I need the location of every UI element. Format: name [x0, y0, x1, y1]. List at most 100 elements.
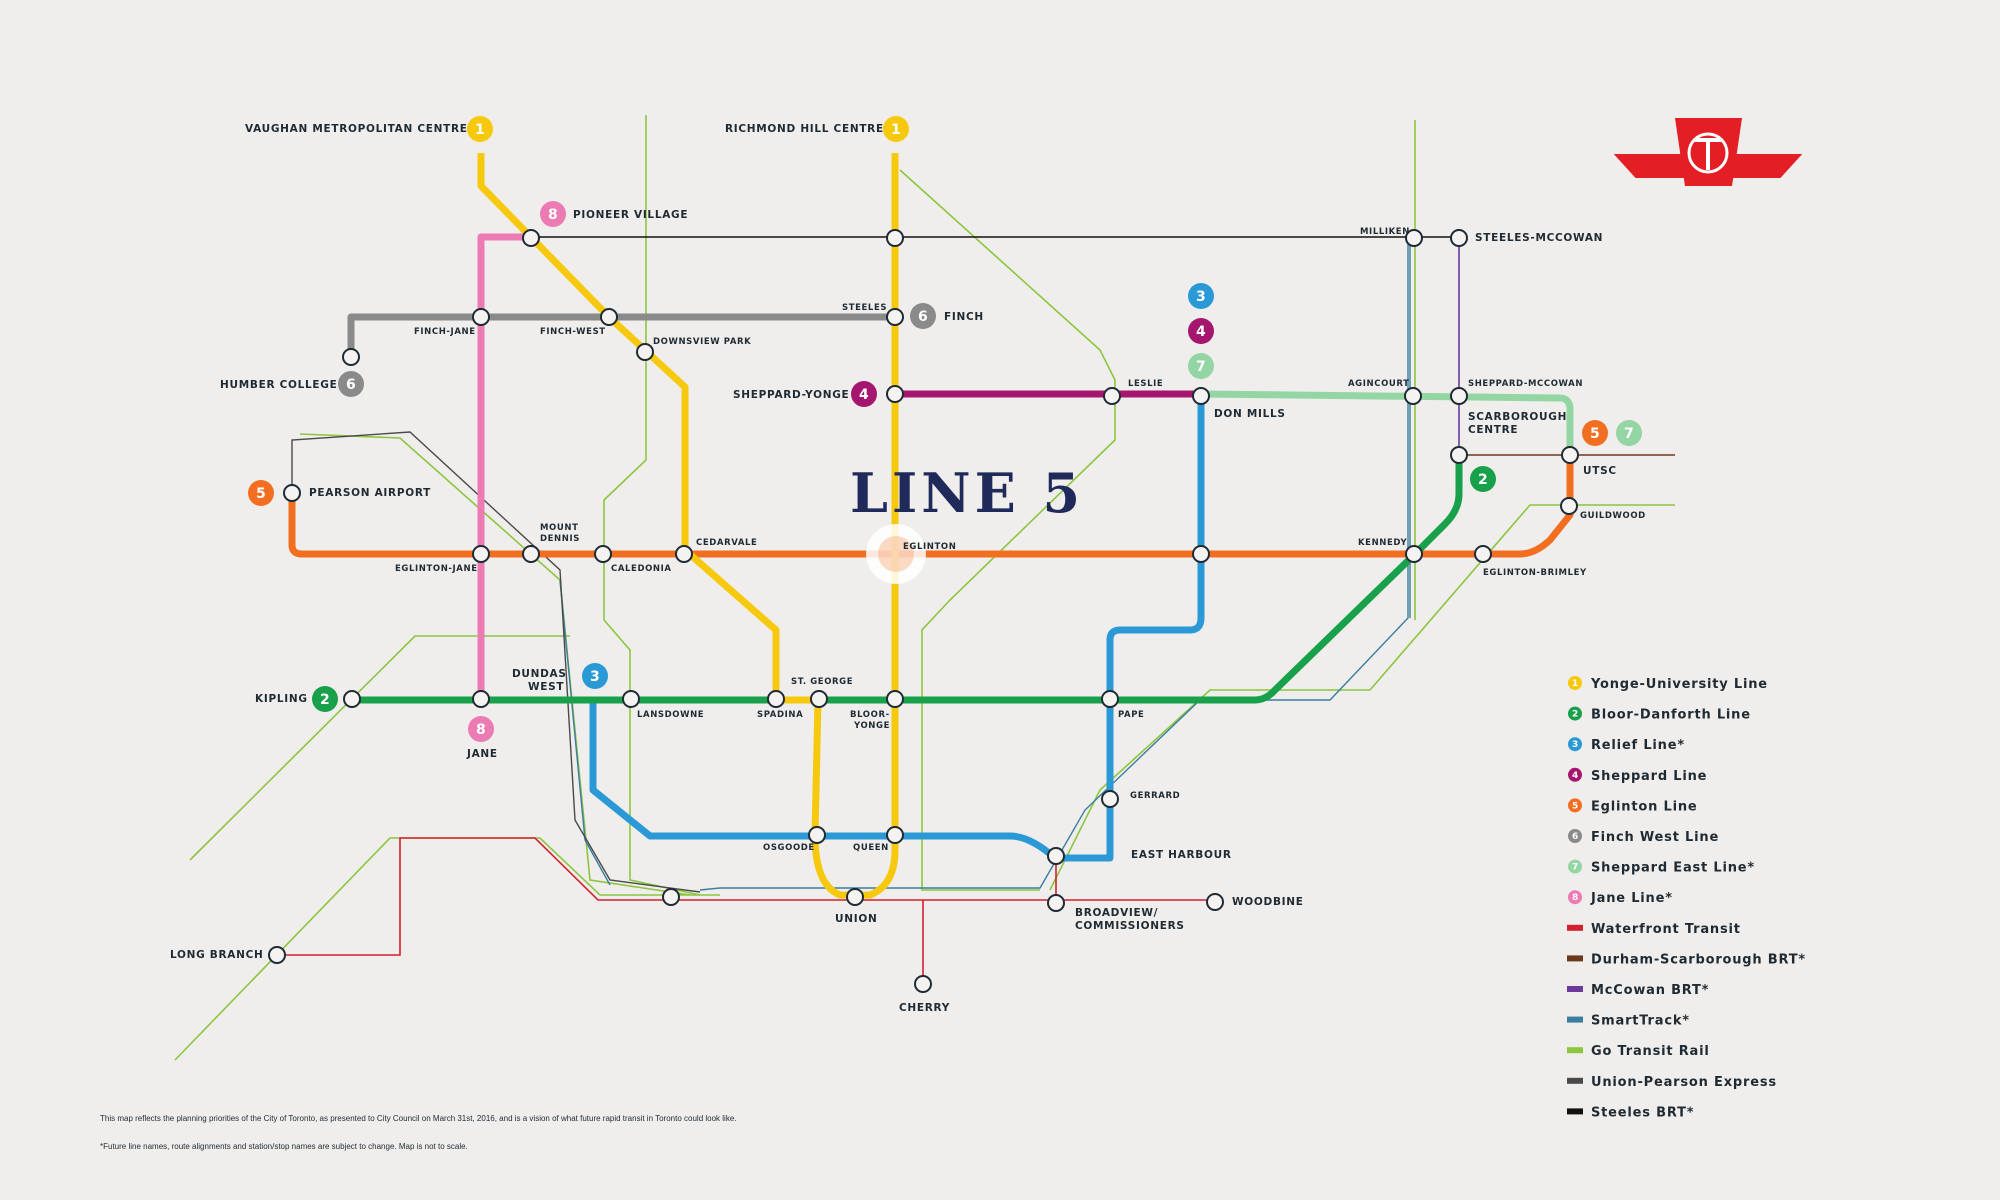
legend-label: Steeles BRT*: [1591, 1105, 1694, 1120]
legend-label: Sheppard East Line*: [1591, 861, 1755, 876]
station-pioneer-village[interactable]: [522, 229, 540, 247]
line-1-yonge-university: [477, 153, 899, 899]
legend-badge-icon: [1568, 859, 1582, 874]
station-mount-dennis[interactable]: [522, 545, 540, 563]
station-broadview-commissioners[interactable]: [1047, 894, 1065, 912]
badge-2-scarborough-icon: [1470, 466, 1496, 492]
station-cedarvale[interactable]: [675, 545, 693, 563]
station-leslie[interactable]: [1103, 387, 1121, 405]
station-woodbine[interactable]: [1206, 893, 1224, 911]
legend-badge-icon: [1568, 676, 1582, 690]
station-agincourt[interactable]: [1404, 387, 1422, 405]
station-waterfront-west[interactable]: [662, 888, 680, 906]
station-steeles-mccowan[interactable]: [1450, 229, 1468, 247]
label-vaughan: VAUGHAN METROPOLITAN CENTRE: [245, 123, 468, 135]
station-milliken[interactable]: [1405, 229, 1423, 247]
label-cedarvale: CEDARVALE: [696, 538, 757, 548]
station-sheppard-mccowan[interactable]: [1450, 387, 1468, 405]
legend-badge-icon: [1568, 706, 1582, 721]
station-jane[interactable]: [472, 690, 490, 708]
label-pioneer-village: PIONEER VILLAGE: [573, 209, 688, 221]
station-caledonia[interactable]: [594, 545, 612, 563]
badge-1-vaughan-label: 1: [475, 122, 485, 138]
station-pape[interactable]: [1101, 690, 1119, 708]
legend-item: SmartTrack*: [1567, 1014, 1689, 1029]
station-st-george[interactable]: [810, 690, 828, 708]
label-kipling: KIPLING: [255, 693, 308, 705]
legend-item: Union-Pearson Express: [1567, 1075, 1777, 1090]
badge-3-donmills-icon: [1188, 283, 1214, 309]
label-humber-college: HUMBER COLLEGE: [220, 379, 337, 391]
station-kennedy[interactable]: [1405, 545, 1423, 563]
station-guildwood[interactable]: [1560, 497, 1578, 515]
legend-badge-number: 7: [1572, 863, 1578, 873]
legend-badge-number: 8: [1572, 893, 1578, 903]
station-don-mills[interactable]: [1192, 387, 1210, 405]
station-eglinton-brimley[interactable]: [1474, 545, 1492, 563]
station-queen[interactable]: [886, 826, 904, 844]
line-7-sheppard-east: [1200, 390, 1574, 455]
station-lansdowne[interactable]: [622, 690, 640, 708]
badge-2-kipling-icon: [312, 686, 338, 712]
legend-badge-icon: [1568, 767, 1582, 782]
station-utsc[interactable]: [1561, 446, 1579, 464]
legend-badge-number: 5: [1572, 801, 1578, 811]
label-caledonia: CALEDONIA: [611, 564, 672, 574]
legend-item: Steeles BRT*: [1567, 1105, 1694, 1120]
station-long-branch[interactable]: [268, 946, 286, 964]
go-line-kitchener: [189, 635, 570, 861]
label-st-george: ST. GEORGE: [791, 677, 853, 687]
station-union[interactable]: [846, 888, 864, 906]
label-cherry: CHERRY: [899, 1002, 950, 1014]
legend-label: Union-Pearson Express: [1591, 1075, 1777, 1090]
legend-swatch-icon: [1567, 1016, 1583, 1023]
line-3-relief: [589, 394, 1205, 862]
station-sheppard-yonge[interactable]: [886, 385, 904, 403]
station-eglinton-jane[interactable]: [472, 545, 490, 563]
label-scarborough-centre-1: SCARBOROUGH: [1468, 411, 1567, 423]
station-east-harbour[interactable]: [1047, 847, 1065, 865]
station-cherry[interactable]: [914, 975, 932, 993]
station-finch-jane[interactable]: [472, 308, 490, 326]
station-steeles[interactable]: [886, 229, 904, 247]
label-queen: QUEEN: [853, 843, 889, 853]
station-scarborough-centre[interactable]: [1450, 446, 1468, 464]
label-spadina: SPADINA: [757, 710, 803, 720]
label-milliken: MILLIKEN: [1360, 227, 1410, 237]
legend-badge-icon: [1568, 829, 1582, 843]
badge-5-utsc-label: 5: [1590, 426, 1600, 442]
label-eglinton-jane: EGLINTON-JANE: [395, 564, 478, 574]
station-eglinton-east[interactable]: [1192, 545, 1210, 563]
station-labels: VAUGHAN METROPOLITAN CENTRE RICHMOND HIL…: [170, 123, 1646, 1014]
station-downsview-park[interactable]: [636, 343, 654, 361]
legend-label: Yonge-University Line: [1590, 677, 1768, 692]
legend-label: Bloor-Danforth Line: [1591, 708, 1751, 723]
legend-swatch-icon: [1567, 1077, 1583, 1084]
eglinton-highlight-dots: [866, 524, 926, 584]
label-broadview-1: BROADVIEW/: [1075, 907, 1158, 919]
go-line-milton: [299, 433, 691, 896]
station-pearson-airport[interactable]: [283, 484, 301, 502]
station-bloor-yonge[interactable]: [886, 690, 904, 708]
go-line-lakeshore-west: [174, 837, 720, 1061]
legend-label: Sheppard Line: [1591, 769, 1707, 784]
label-don-mills: DON MILLS: [1214, 408, 1286, 420]
station-humber-college[interactable]: [342, 348, 360, 366]
station-finch[interactable]: [886, 308, 904, 326]
label-richmond-hill: RICHMOND HILL CENTRE: [725, 123, 884, 135]
go-line-lakeshore-east: [1049, 504, 1675, 891]
station-spadina[interactable]: [767, 690, 785, 708]
label-mount-dennis-2: DENNIS: [540, 534, 580, 544]
station-finch-west[interactable]: [600, 308, 618, 326]
badge-6-finch-label: 6: [918, 309, 928, 325]
station-gerrard[interactable]: [1101, 790, 1119, 808]
station-osgoode[interactable]: [808, 826, 826, 844]
badge-7-donmills-label: 7: [1196, 359, 1206, 375]
label-mount-dennis-1: MOUNT: [540, 523, 579, 533]
line-8-jane: [477, 233, 530, 700]
badge-1-richmond-icon: [883, 116, 909, 142]
label-guildwood: GUILDWOOD: [1580, 511, 1646, 521]
station-kipling[interactable]: [343, 690, 361, 708]
